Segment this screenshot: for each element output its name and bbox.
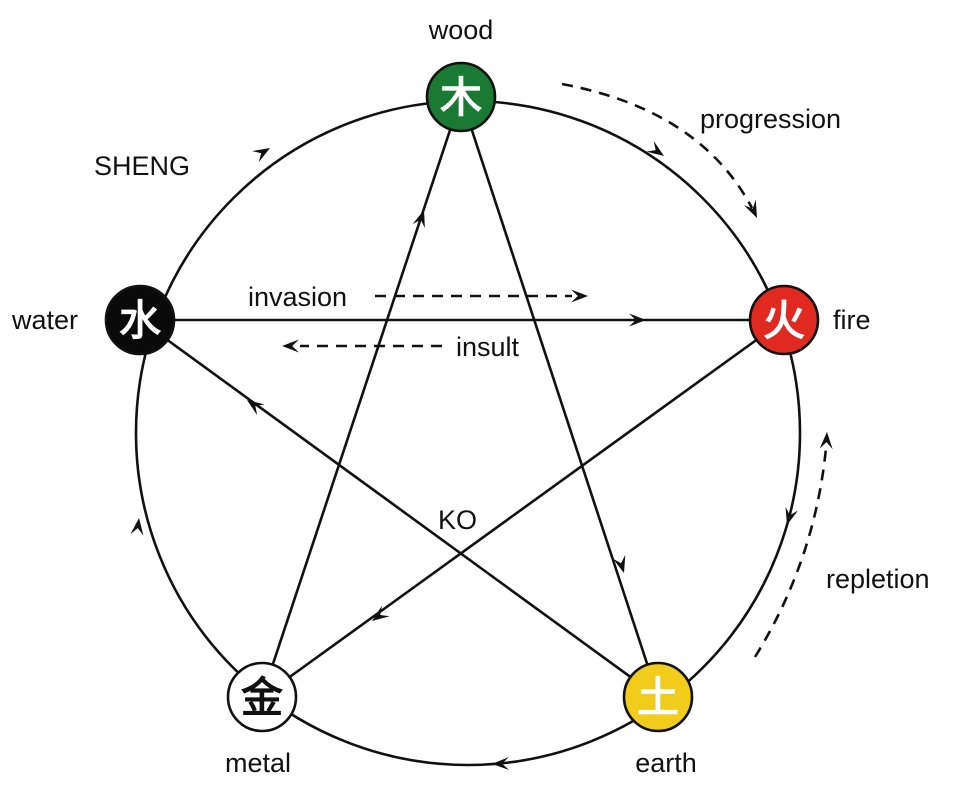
arrowheads (130, 140, 798, 770)
water-circle (104, 284, 176, 356)
earth-circle (622, 661, 694, 733)
metal-circle (226, 661, 298, 733)
wood-label: wood (428, 15, 494, 45)
sheng-arrow-fire-earth (785, 506, 798, 525)
earth-label: earth (635, 748, 697, 778)
wood-circle (425, 61, 497, 133)
node-wood: 木 (425, 61, 497, 133)
insult-label: insult (456, 332, 520, 362)
sheng-arrow-earth-metal (492, 756, 510, 770)
fire-glyph: 火 (763, 296, 805, 345)
ko-arrow-metal-wood (412, 210, 425, 229)
ko-arrow-earth-water (247, 400, 265, 416)
ko-label: KO (438, 505, 477, 535)
sheng-arrow-water-wood (252, 148, 270, 163)
insult-arrow-head (282, 339, 299, 353)
ko-line-earth-water (139, 318, 659, 699)
wood-glyph: 木 (440, 73, 482, 122)
sheng-label: SHENG (94, 151, 190, 181)
ko-arrow-water-fire (629, 313, 646, 327)
metal-glyph: 金 (240, 673, 284, 722)
ko-arrow-fire-metal (372, 605, 390, 621)
invasion-label: invasion (248, 282, 347, 312)
node-metal: 金 (226, 661, 298, 733)
sheng-cycle-circle (134, 99, 802, 767)
ko-arrow-wood-earth (612, 554, 626, 573)
repletion-arrow-head (819, 432, 833, 450)
sheng-arrow-wood-fire (646, 140, 664, 156)
repletion-dashed-arrow (753, 447, 828, 658)
ko-line-wood-earth (459, 96, 660, 698)
fire-circle (748, 284, 820, 356)
progression-arrow-head (743, 199, 757, 218)
ko-cycle-lines (139, 96, 785, 699)
earth-glyph: 土 (637, 673, 679, 722)
invasion-arrow-head (571, 289, 588, 303)
repletion-label: repletion (826, 564, 930, 594)
node-water: 水 (104, 284, 176, 356)
ko-line-fire-metal (261, 318, 785, 699)
water-label: water (11, 305, 78, 335)
node-fire: 火 (748, 284, 820, 356)
fire-label: fire (833, 305, 871, 335)
progression-label: progression (700, 104, 841, 134)
sheng-arrow-metal-water (130, 518, 144, 536)
ko-line-metal-wood (260, 96, 463, 698)
metal-label: metal (225, 748, 291, 778)
node-earth: 土 (622, 661, 694, 733)
water-glyph: 水 (119, 296, 162, 345)
